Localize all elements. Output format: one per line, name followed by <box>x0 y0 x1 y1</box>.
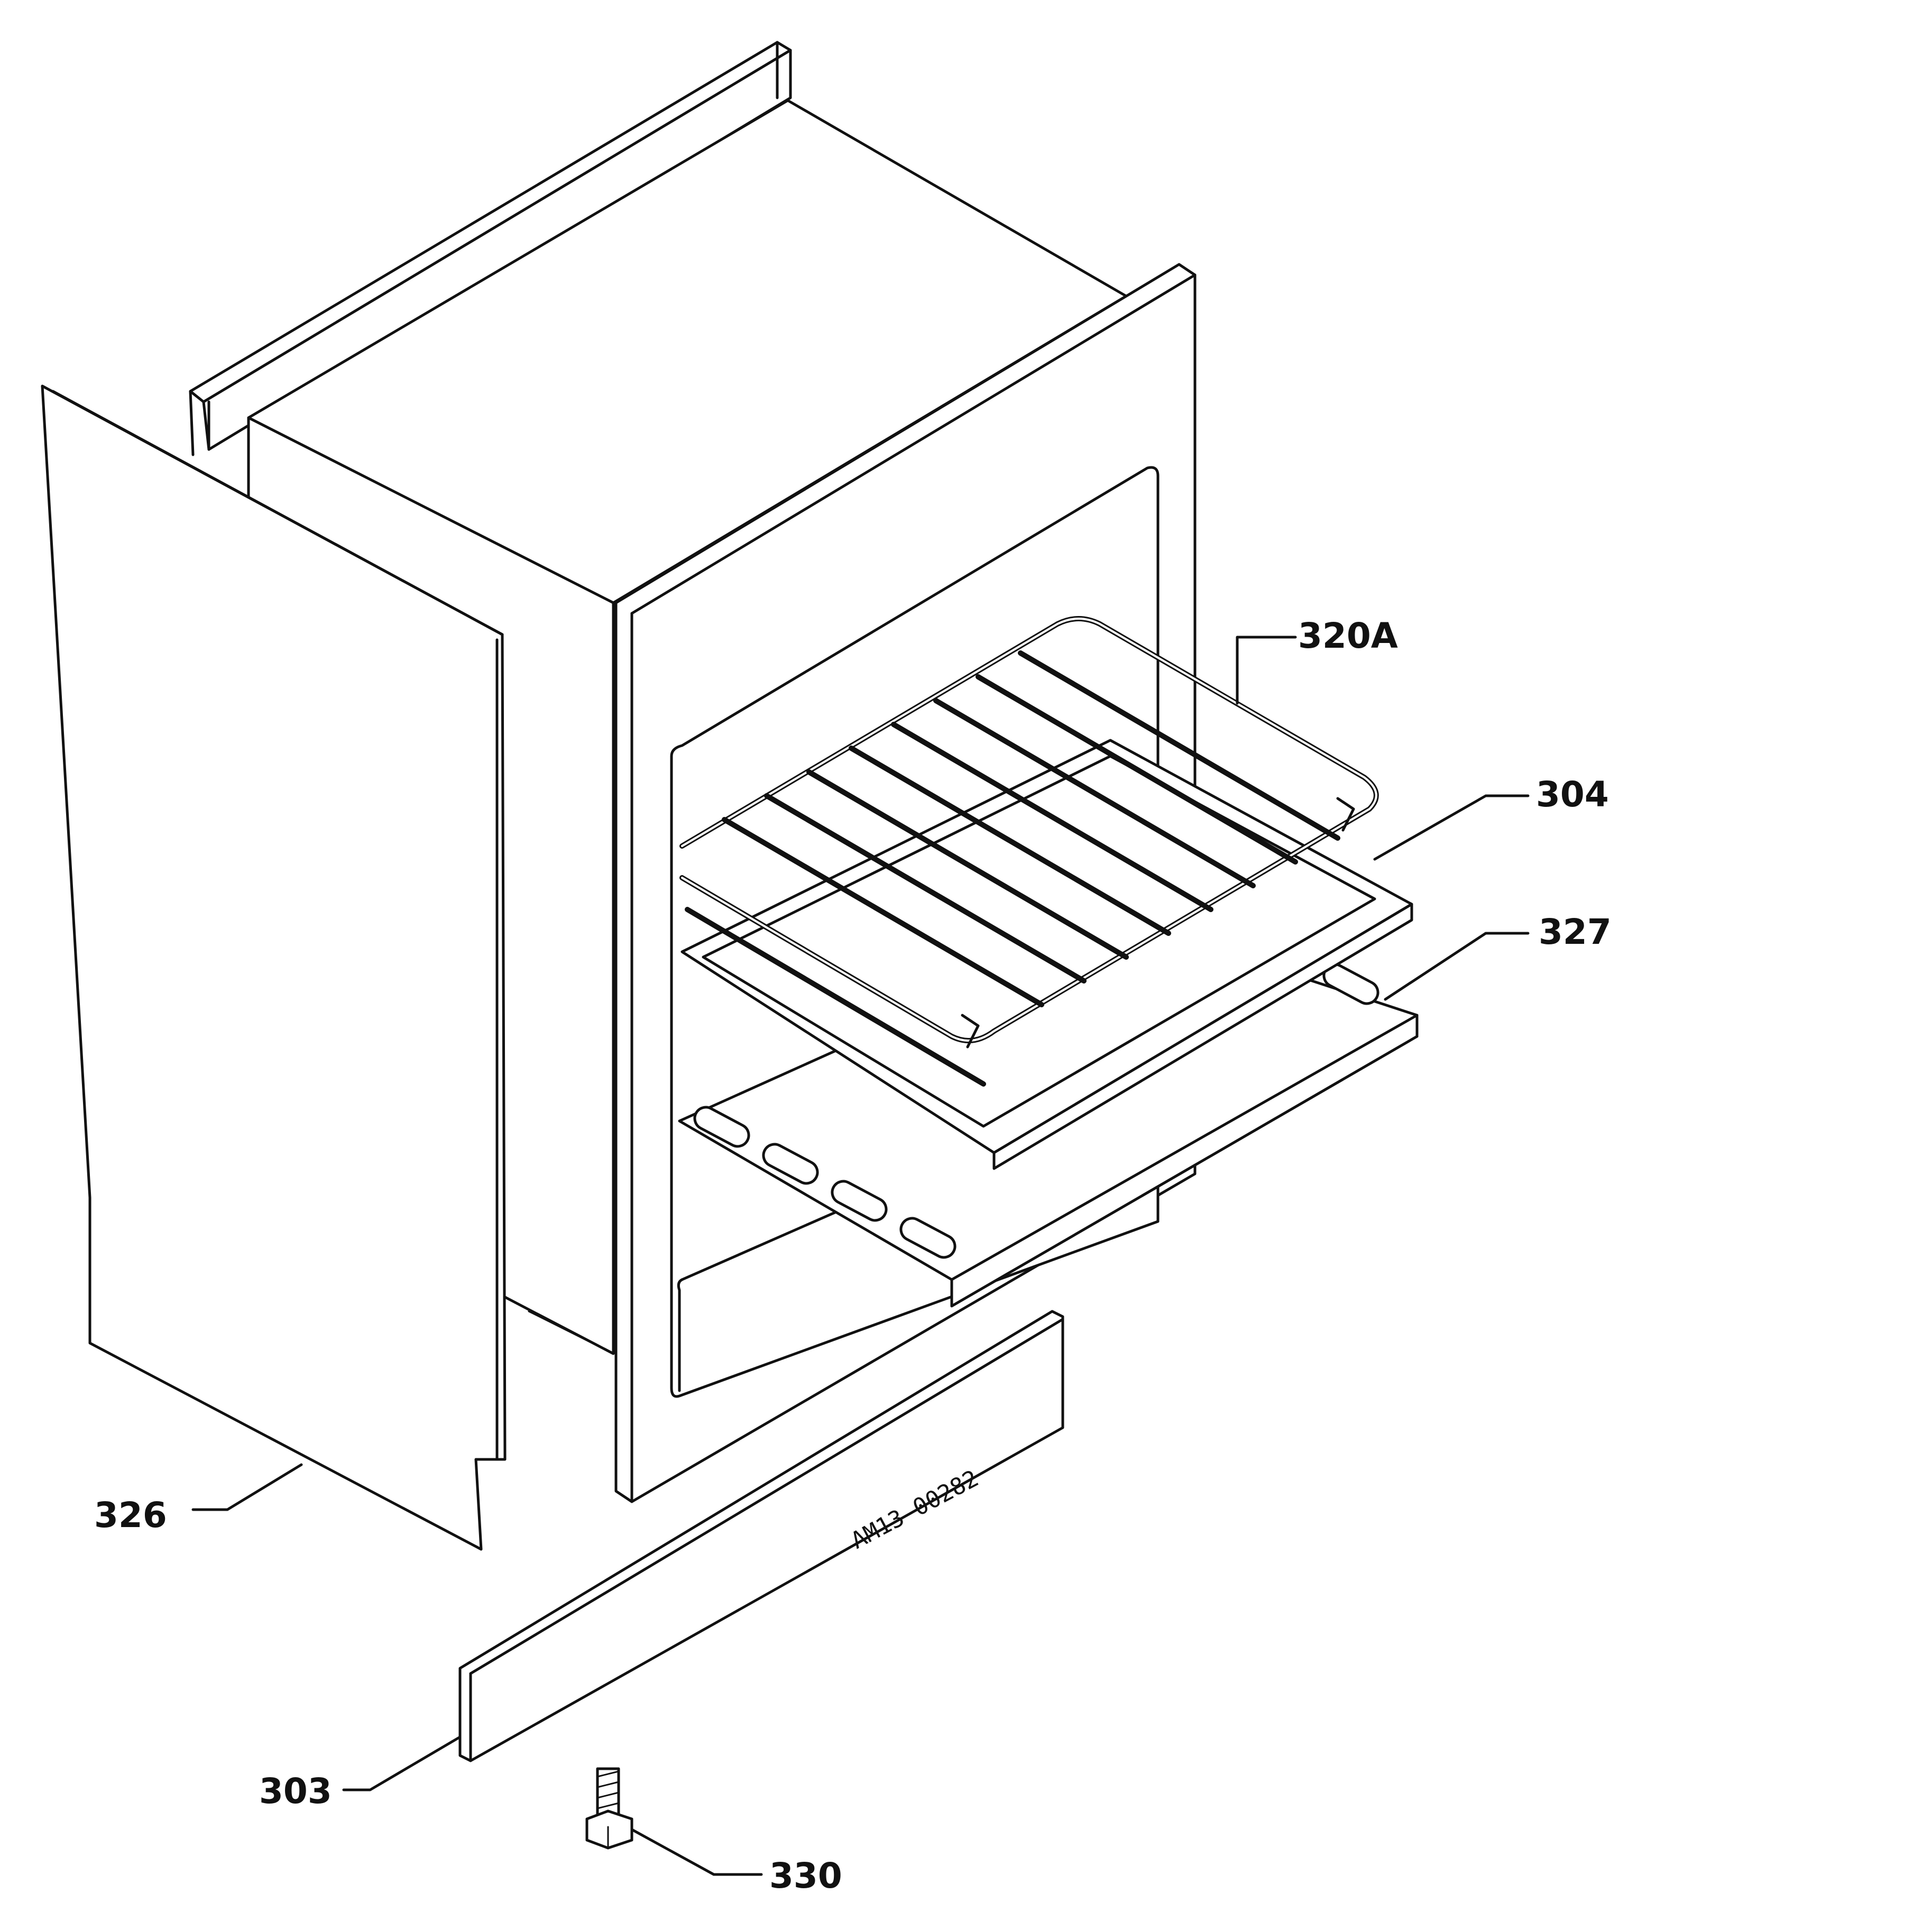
side-panel-326 <box>41 384 507 1551</box>
callout-303: 303 <box>259 1771 332 1812</box>
screw-330 <box>585 1767 633 1850</box>
callout-labels: 326 320A 304 327 303 330 <box>94 615 1612 1896</box>
callout-330: 330 <box>769 1855 842 1896</box>
leader-lines <box>191 636 1530 1876</box>
callout-327: 327 <box>1539 912 1612 952</box>
callout-304: 304 <box>1536 774 1609 815</box>
callout-320a: 320A <box>1298 615 1398 656</box>
oven-rack-304 <box>679 616 1379 1087</box>
callout-326: 326 <box>94 1495 167 1536</box>
kick-panel-303 <box>458 1310 1064 1762</box>
